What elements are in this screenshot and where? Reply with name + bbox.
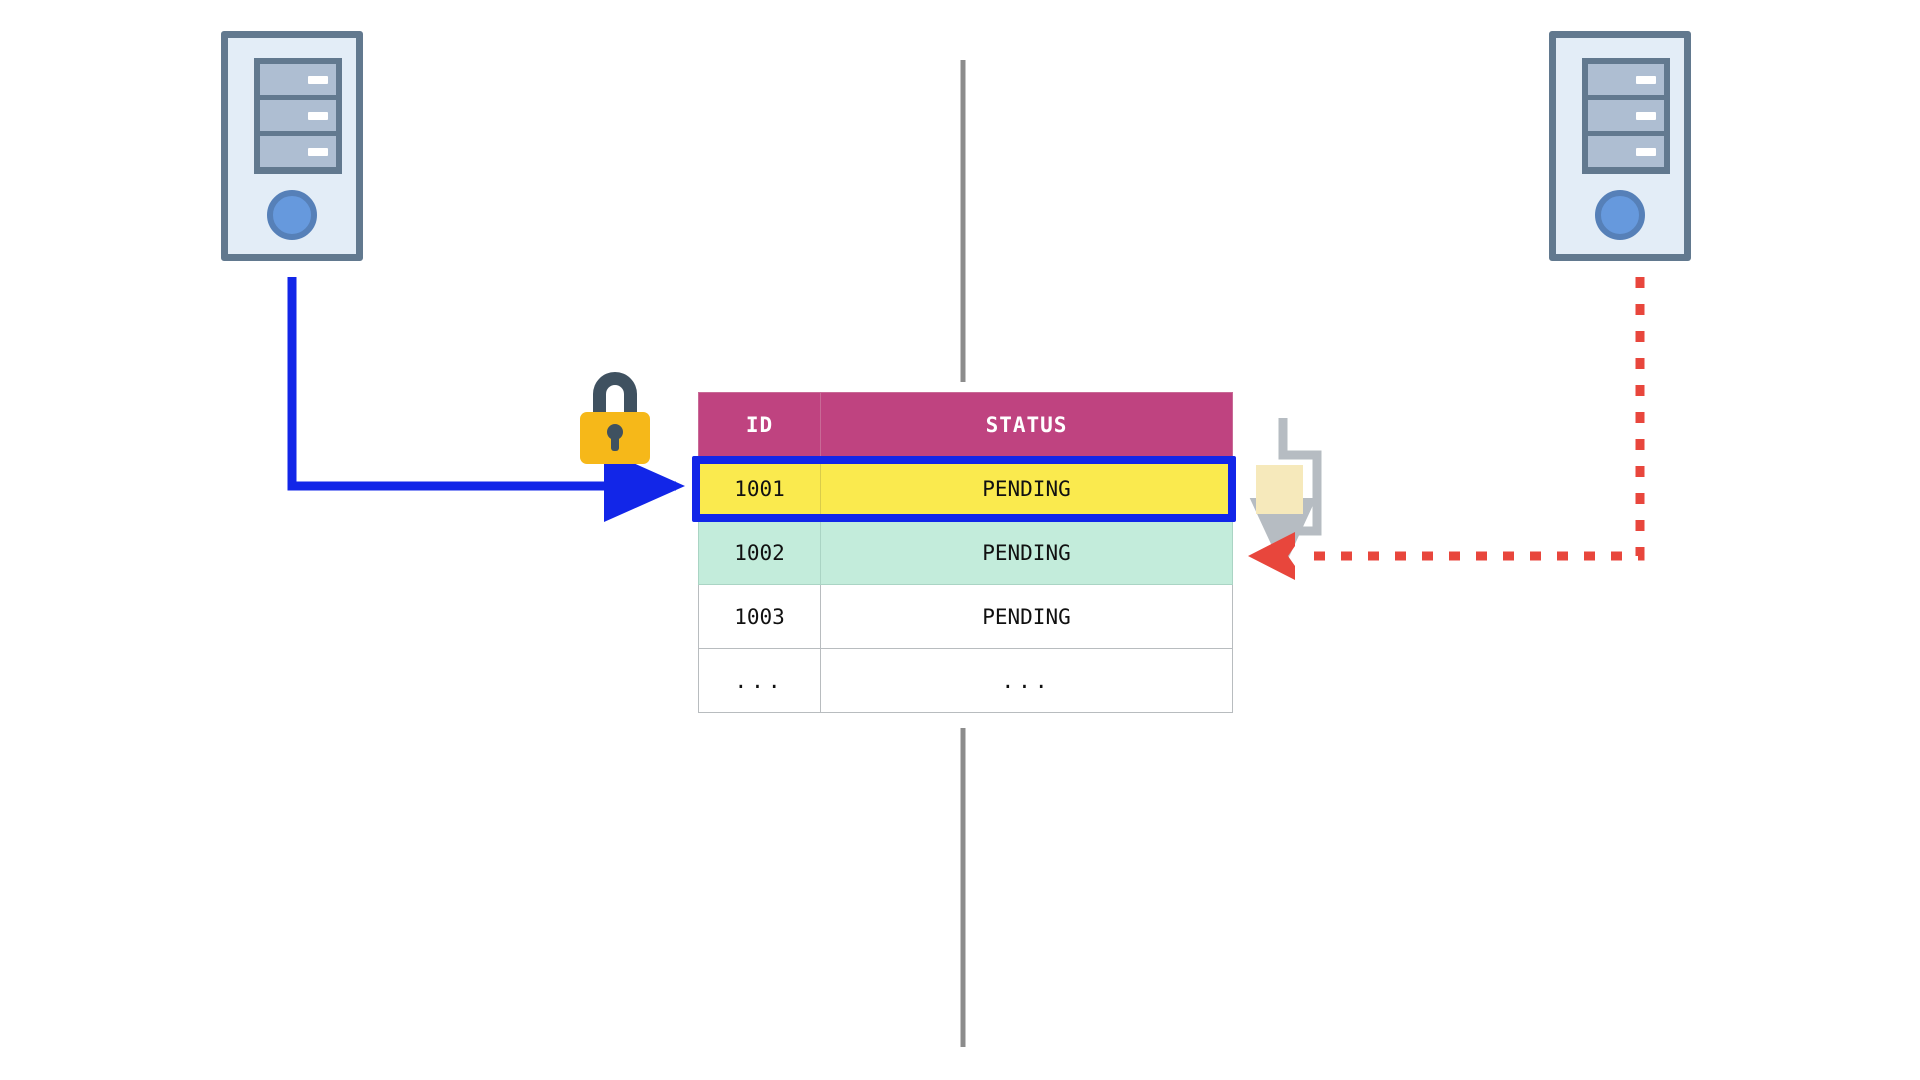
bay-led-icon (308, 111, 328, 120)
server-right[interactable] (1549, 31, 1691, 261)
table-row[interactable]: ... ... (698, 648, 1233, 713)
blocked-write-connector (1300, 277, 1645, 561)
column-header-status: STATUS (820, 392, 1233, 457)
table-row[interactable]: 1002 PENDING (698, 520, 1233, 585)
cell-id: 1001 (698, 456, 821, 521)
lock-body-icon (580, 412, 650, 464)
server-bay (260, 100, 336, 131)
locked-write-connector (287, 277, 685, 522)
cell-id: 1003 (698, 584, 821, 649)
bay-led-icon (308, 147, 328, 156)
bay-led-icon (1636, 147, 1656, 156)
blocked-write-arrowhead (1248, 532, 1295, 580)
bay-led-icon (308, 75, 328, 84)
lock-icon (580, 372, 650, 464)
table-header-row: ID STATUS (698, 392, 1233, 457)
bay-led-icon (1636, 111, 1656, 120)
cell-status: ... (820, 648, 1233, 713)
replica-sync-connector (1249, 418, 1322, 570)
server-bay (1588, 100, 1664, 131)
bay-led-icon (1636, 75, 1656, 84)
cell-status: PENDING (820, 520, 1233, 585)
cell-id: ... (698, 648, 821, 713)
server-bay (260, 64, 336, 95)
server-bay (1588, 64, 1664, 95)
server-left[interactable] (221, 31, 363, 261)
server-bay (260, 136, 336, 167)
server-left-bays (254, 58, 342, 174)
table-row[interactable]: 1001 PENDING (698, 456, 1233, 521)
power-button-icon (267, 190, 317, 240)
lock-keyhole-icon (607, 424, 623, 451)
power-button-icon (1595, 190, 1645, 240)
replica-buffer (1256, 465, 1303, 514)
server-bay (1588, 136, 1664, 167)
cell-id: 1002 (698, 520, 821, 585)
table-row[interactable]: 1003 PENDING (698, 584, 1233, 649)
server-right-bays (1582, 58, 1670, 174)
column-header-id: ID (698, 392, 821, 457)
transactions-table: ID STATUS 1001 PENDING 1002 PENDING 1003… (698, 392, 1233, 713)
cell-status: PENDING (820, 456, 1233, 521)
cell-status: PENDING (820, 584, 1233, 649)
